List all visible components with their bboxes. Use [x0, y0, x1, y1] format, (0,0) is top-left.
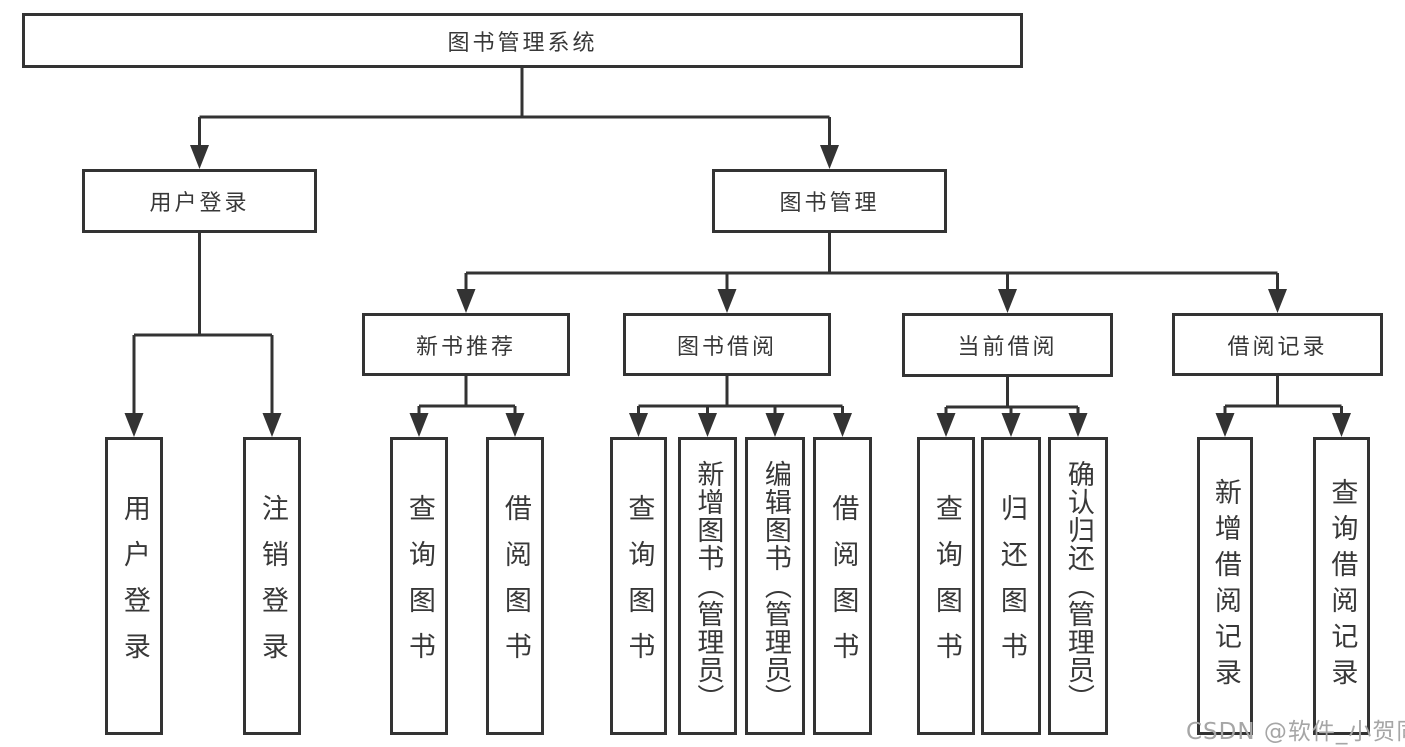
- csdn-watermark: CSDN @软件_小贺同学: [1186, 719, 1405, 745]
- leaf-query-books-borrow-label: 查询图书: [623, 494, 655, 678]
- node-new-book-recommend: 新书推荐: [362, 313, 570, 376]
- leaf-query-books-borrow: 查询图书: [610, 437, 667, 735]
- leaf-query-books-newbook: 查询图书: [390, 437, 448, 735]
- edges-records-children: [1223, 376, 1343, 420]
- node-current-borrow: 当前借阅: [902, 313, 1113, 377]
- leaf-query-books-current-label: 查询图书: [930, 494, 962, 678]
- leaf-edit-book-admin-label: 编辑图书（管理员）: [759, 460, 791, 712]
- node-new-book-recommend-label: 新书推荐: [415, 334, 516, 360]
- node-user-login: 用户登录: [82, 169, 317, 233]
- leaf-add-book-admin-label: 新增图书（管理员）: [692, 460, 724, 712]
- leaf-query-borrow-record-label: 查询借阅记录: [1326, 478, 1358, 694]
- leaf-add-borrow-record: 新增借阅记录: [1197, 437, 1253, 735]
- leaf-edit-book-admin: 编辑图书（管理员）: [745, 437, 805, 735]
- leaf-borrow-books-newbook-label: 借阅图书: [499, 494, 531, 678]
- node-current-borrow-label: 当前借阅: [957, 335, 1058, 360]
- leaf-borrow-books-newbook: 借阅图书: [486, 437, 544, 735]
- edges-newbook-children: [417, 376, 517, 420]
- edges-bookborrow-children: [637, 376, 844, 420]
- node-book-management-label: 图书管理: [779, 191, 880, 216]
- leaf-logout-label: 注销登录: [256, 494, 288, 678]
- node-borrow-records-label: 借阅记录: [1227, 334, 1328, 360]
- node-book-management: 图书管理: [712, 169, 947, 233]
- leaf-logout: 注销登录: [243, 437, 301, 735]
- node-borrow-records: 借阅记录: [1172, 313, 1383, 376]
- leaf-add-book-admin: 新增图书（管理员）: [678, 437, 737, 735]
- leaf-add-borrow-record-label: 新增借阅记录: [1209, 478, 1241, 694]
- edges-root-to-level1: [198, 68, 831, 150]
- leaf-user-login-label: 用户登录: [118, 494, 150, 678]
- leaf-return-books: 归还图书: [981, 437, 1041, 735]
- leaf-user-login: 用户登录: [105, 437, 163, 735]
- leaf-confirm-return-admin-label: 确认归还（管理员）: [1062, 460, 1094, 712]
- leaf-query-borrow-record: 查询借阅记录: [1313, 437, 1370, 735]
- leaf-confirm-return-admin: 确认归还（管理员）: [1048, 437, 1108, 735]
- leaf-return-books-label: 归还图书: [995, 494, 1027, 678]
- edges-userlogin-children: [132, 233, 274, 420]
- edges-bookmgmt-children: [464, 233, 1279, 296]
- leaf-query-books-newbook-label: 查询图书: [403, 494, 435, 678]
- node-book-borrow-label: 图书借阅: [676, 334, 777, 360]
- node-library-system: 图书管理系统: [22, 13, 1023, 68]
- leaf-borrow-books-borrow-label: 借阅图书: [827, 494, 859, 678]
- leaf-borrow-books-borrow: 借阅图书: [813, 437, 872, 735]
- node-book-borrow: 图书借阅: [623, 313, 831, 376]
- node-user-login-label: 用户登录: [149, 191, 250, 216]
- node-library-system-label: 图书管理系统: [447, 30, 598, 56]
- leaf-query-books-current: 查询图书: [917, 437, 975, 735]
